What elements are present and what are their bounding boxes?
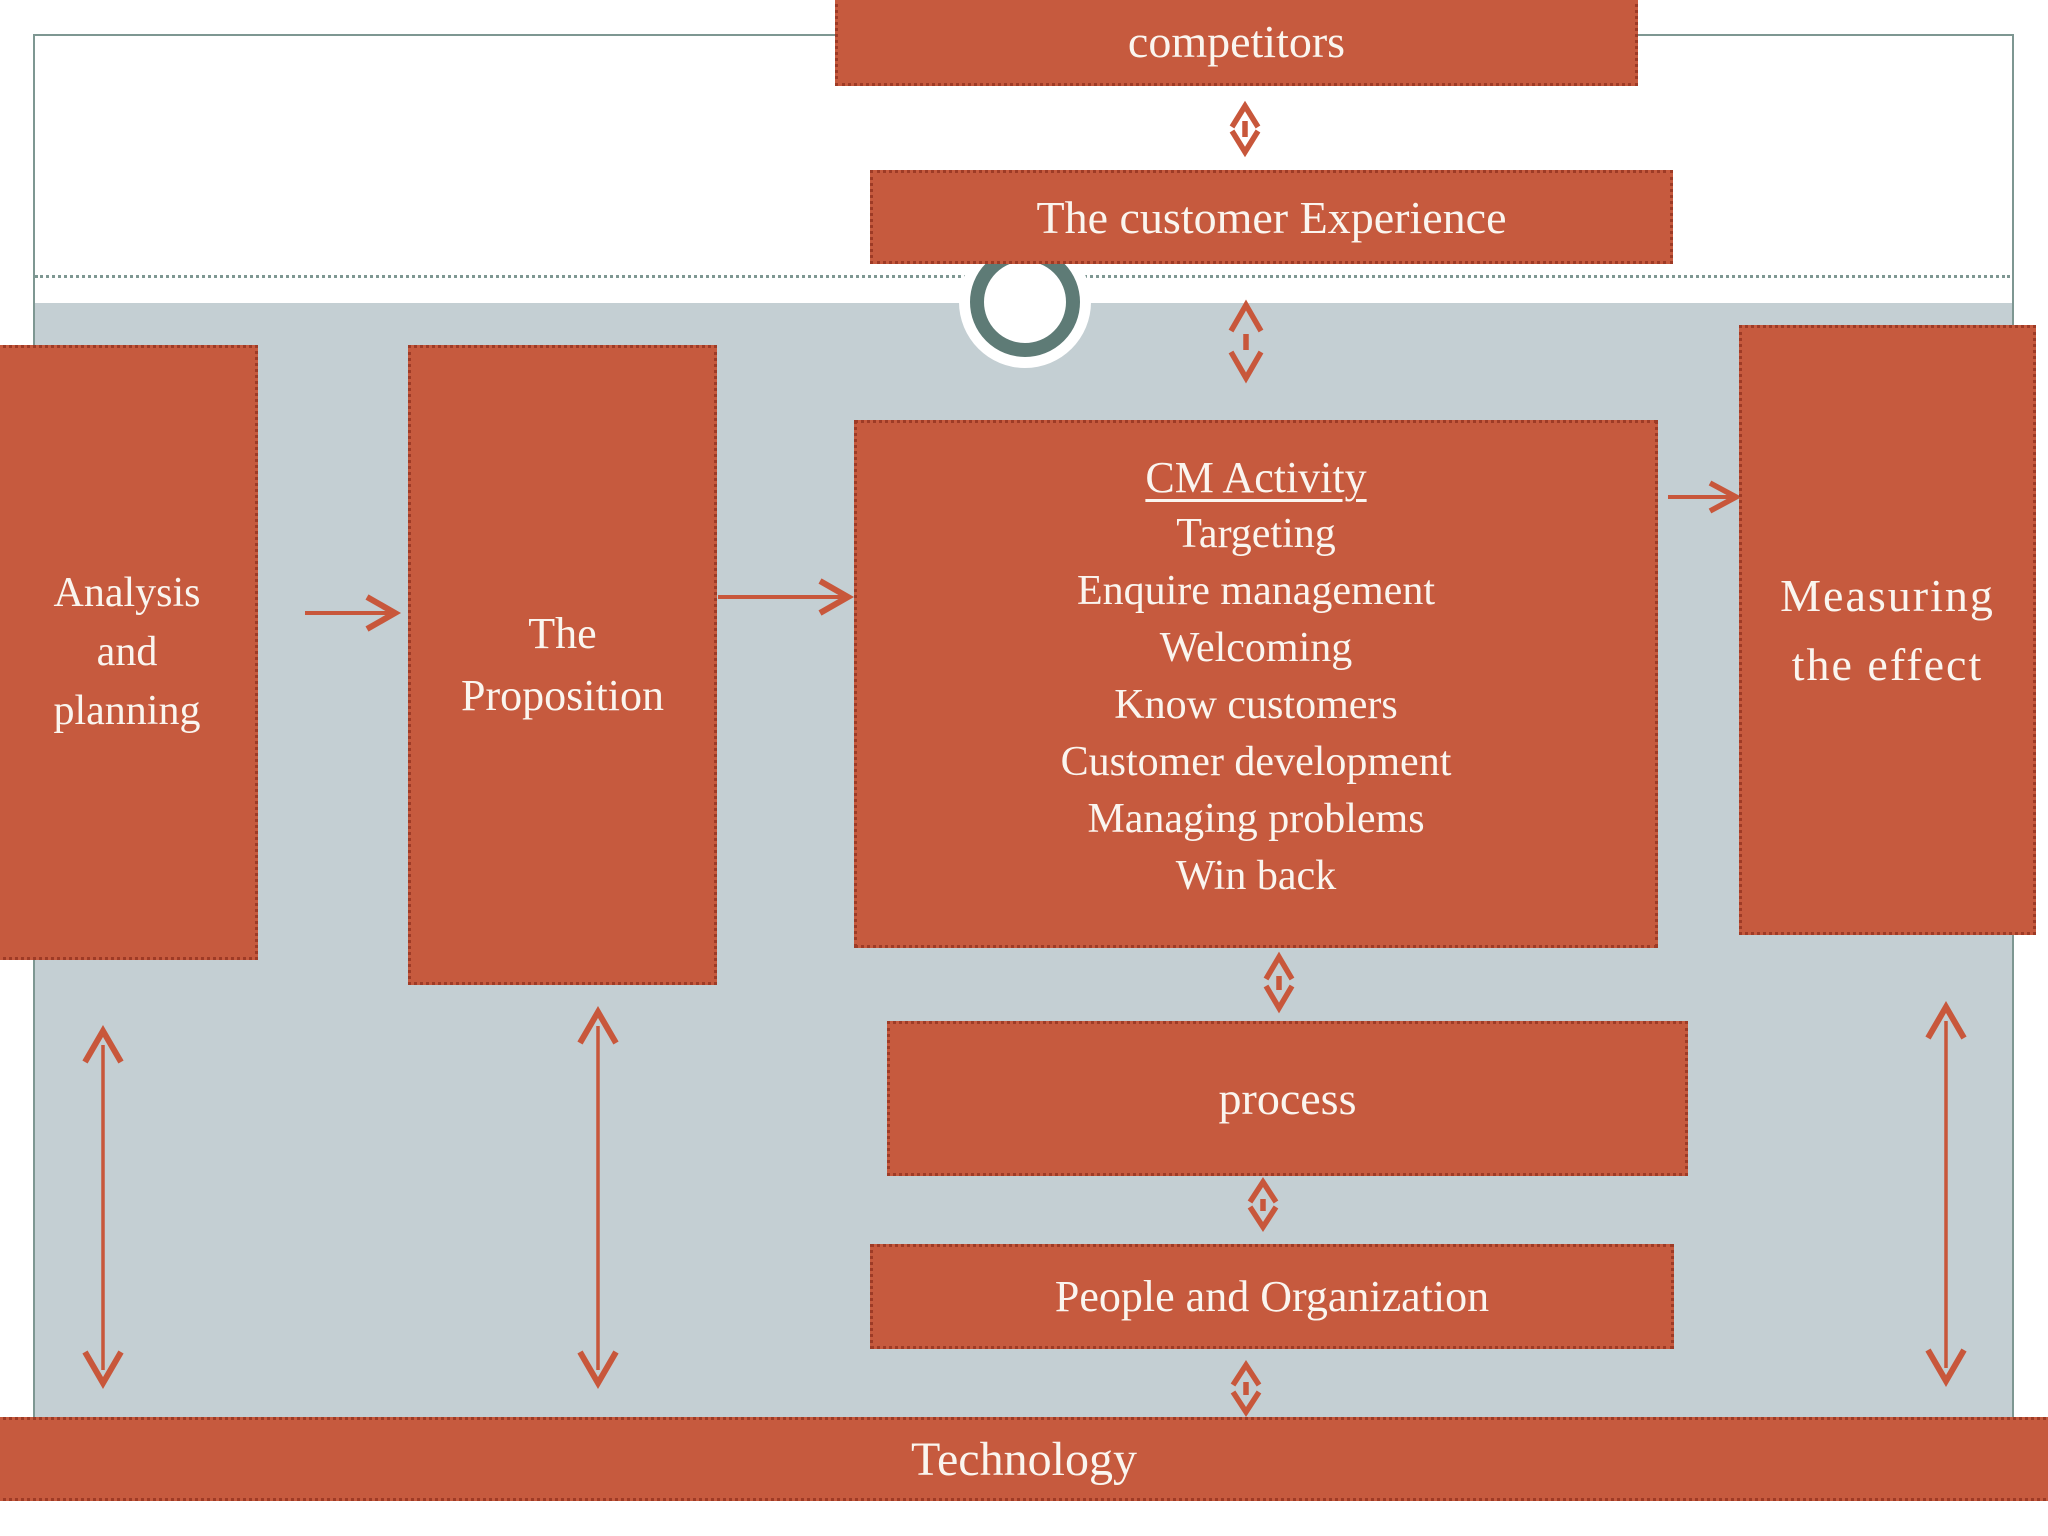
analysis-planning-box: Analysis and planning [0,345,258,960]
competitors-label: competitors [1127,16,1346,67]
process-label: process [1218,1073,1357,1124]
measuring-effect-label: Measuring the effect [1780,570,1995,690]
people-organization-box: People and Organization [870,1244,1674,1349]
customer-experience-box: The customer Experience [870,170,1673,264]
connector-cm-process-icon [1263,951,1295,1014]
technology-label: Technology [911,1432,1137,1486]
cm-activity-title: CM Activity [1145,453,1367,502]
double-arrow-left-icon [82,1025,124,1389]
analysis-planning-label: Analysis and planning [53,570,201,734]
cm-activity-items: Targeting Enquire management Welcoming K… [1060,511,1452,899]
customer-experience-label: The customer Experience [1036,191,1507,243]
competitors-box: competitors [835,0,1638,86]
people-organization-label: People and Organization [1054,1272,1490,1321]
measuring-effect-box: Measuring the effect [1739,325,2036,935]
arrow-proposition-to-cm-icon [718,578,855,616]
double-arrow-proposition-icon [577,1006,619,1389]
arrow-analysis-to-proposition-icon [305,594,402,632]
cm-activity-box: CM Activity Targeting Enquire management… [854,420,1658,948]
double-arrow-right-icon [1925,1001,1967,1387]
connector-process-people-icon [1247,1176,1279,1233]
technology-bar: Technology [0,1417,2048,1501]
connector-competitors-customer-icon [1229,100,1261,158]
proposition-box: The Proposition [408,345,717,985]
proposition-label: The Proposition [461,609,664,720]
connector-customer-cm-icon [1228,299,1264,384]
connector-people-technology-icon [1230,1359,1262,1418]
arrow-cm-to-measuring-icon [1668,480,1742,514]
process-box: process [887,1021,1688,1176]
